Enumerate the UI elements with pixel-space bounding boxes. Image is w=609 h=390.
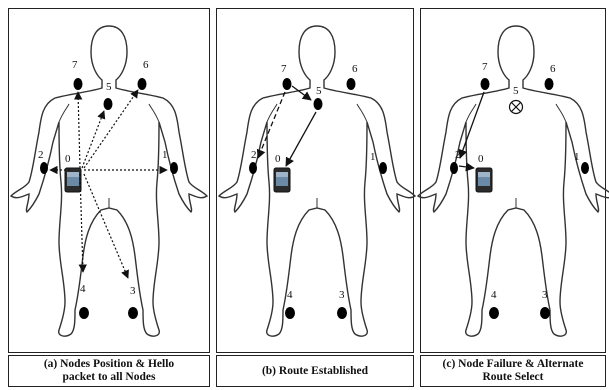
- label-node-3: 3: [339, 289, 345, 301]
- label-node-4: 4: [287, 289, 293, 301]
- panel-a: 7 5 6 2 0 1 4 3: [11, 26, 207, 336]
- node-5: [104, 98, 113, 110]
- caption-c-line2: Route Select: [443, 371, 584, 384]
- panel-c: 7 5 6 2 0 1 4 3: [418, 26, 609, 336]
- caption-b-line1: (b) Route Established: [262, 365, 368, 378]
- node-7: [283, 78, 292, 90]
- node-4: [79, 307, 89, 319]
- route-arrow-7-to-2: [258, 92, 285, 158]
- label-node-5: 5: [106, 81, 112, 93]
- label-node-0: 0: [65, 153, 71, 165]
- hello-arrow-5: [82, 111, 104, 168]
- node-3: [128, 307, 138, 319]
- node-6: [138, 78, 147, 90]
- label-node-1: 1: [574, 151, 580, 163]
- body-outline-c: [418, 26, 609, 336]
- node-2: [40, 162, 48, 174]
- node-2: [450, 162, 458, 174]
- node-1: [170, 162, 178, 174]
- label-node-3: 3: [542, 289, 548, 301]
- caption-panel-b: (b) Route Established: [216, 355, 414, 387]
- node-6: [545, 78, 554, 90]
- node-7: [74, 78, 83, 90]
- body-outline-b: [219, 26, 415, 336]
- label-node-1: 1: [370, 151, 376, 163]
- body-outline-a: [11, 26, 207, 336]
- label-node-6: 6: [352, 63, 358, 75]
- node-4: [285, 307, 295, 319]
- failed-node-5-icon: [510, 101, 523, 114]
- caption-panel-a: (a) Nodes Position & Hello packet to all…: [8, 355, 210, 387]
- label-node-6: 6: [550, 63, 556, 75]
- label-node-4: 4: [80, 283, 86, 295]
- label-node-2: 2: [38, 149, 44, 161]
- caption-panel-c: (c) Node Failure & Alternate Route Selec…: [420, 355, 606, 387]
- label-node-7: 7: [482, 61, 488, 73]
- panel-b: 7 5 6 2 0 1 4 3: [219, 26, 415, 336]
- label-node-7: 7: [72, 59, 78, 71]
- caption-a-line1: (a) Nodes Position & Hello: [44, 358, 174, 371]
- caption-a-line2: packet to all Nodes: [44, 371, 174, 384]
- node-5: [314, 98, 323, 110]
- node-4: [489, 307, 499, 319]
- node-2: [249, 162, 257, 174]
- label-node-7: 7: [281, 63, 287, 75]
- sink-node-0-phone: [274, 168, 290, 192]
- label-node-0: 0: [478, 153, 484, 165]
- hello-arrow-7: [78, 92, 80, 168]
- label-node-5: 5: [316, 85, 322, 97]
- sink-node-0-phone: [65, 168, 81, 192]
- sink-node-0-phone: [476, 168, 492, 192]
- body-network-diagram: 7 5 6 2 0 1 4 3 7 5 6 2 0 1 4 3: [0, 0, 609, 355]
- route-arrow-5-to-0: [286, 112, 316, 166]
- node-1: [581, 162, 589, 174]
- node-6: [347, 78, 356, 90]
- alternate-route-arrow-7-to-2: [460, 92, 484, 158]
- label-node-3: 3: [130, 285, 136, 297]
- node-7: [481, 78, 490, 90]
- label-node-5: 5: [513, 85, 519, 97]
- label-node-2: 2: [455, 149, 461, 161]
- label-node-6: 6: [143, 59, 149, 71]
- label-node-2: 2: [251, 149, 257, 161]
- caption-c-line1: (c) Node Failure & Alternate: [443, 358, 584, 371]
- label-node-4: 4: [491, 289, 497, 301]
- node-3: [540, 307, 550, 319]
- node-1: [379, 162, 387, 174]
- label-node-0: 0: [275, 153, 281, 165]
- label-node-1: 1: [162, 149, 168, 161]
- node-3: [337, 307, 347, 319]
